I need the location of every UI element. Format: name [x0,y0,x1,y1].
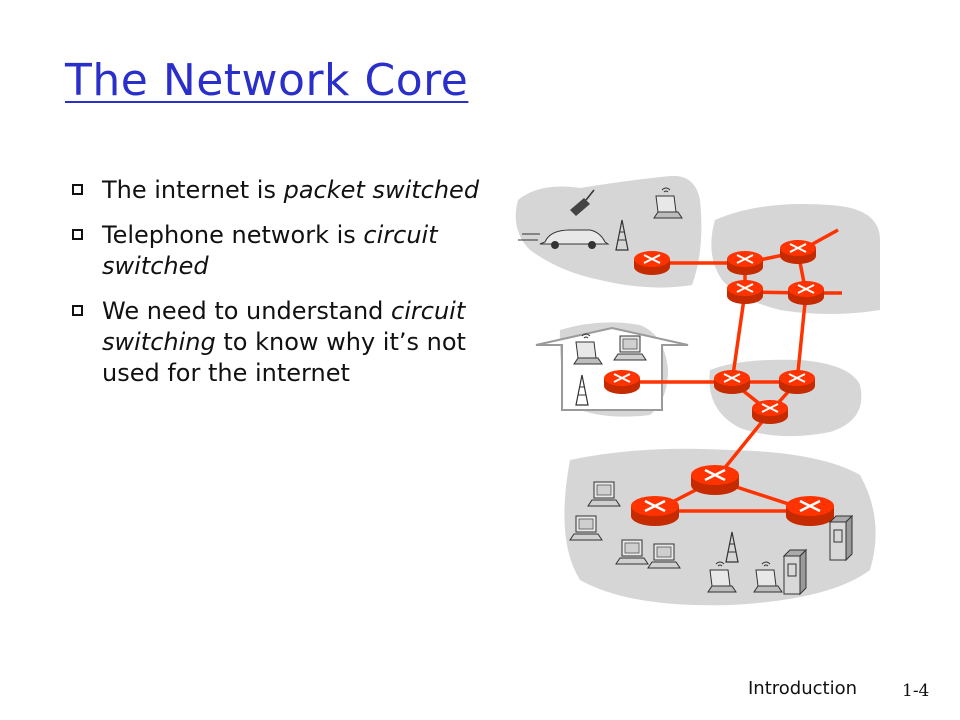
network-core-diagram [515,175,880,606]
bullet-text-1: Telephone network is [102,221,364,249]
router-icon [778,369,816,395]
router-icon [726,250,764,276]
house-icon [535,326,689,411]
bullet-item: Telephone network is circuit switched [72,220,492,282]
bullet-text-0: The internet is [102,176,284,204]
square-bullet-icon [72,184,83,195]
bullet-emphasis-1: circuit switched [102,221,438,280]
car-icon [518,229,610,249]
router-icon [689,463,741,497]
bullet-text-2: We need to understand [102,297,392,325]
square-bullet-icon [72,305,83,316]
router-icon [726,279,764,305]
square-bullet-icon [72,229,83,240]
router-icon [603,369,641,395]
bullet-item: We need to understand circuit switching … [72,296,492,389]
router-icon [713,369,751,395]
bullet-text-2b: to know why it’s not used for the intern… [102,328,466,387]
router-icon [787,280,825,306]
slide-title: The Network Core [65,55,469,106]
server-icon [783,549,807,595]
footer-page-number: 1-4 [902,681,930,701]
router-icon [633,250,671,276]
footer-section-label: Introduction [748,678,858,699]
bullet-emphasis-2: circuit switching [102,297,466,356]
cellphone-icon [570,189,595,216]
bullet-item: The internet is packet switched [72,175,492,206]
router-icon [784,494,836,528]
mobile-network-cloud [515,175,702,288]
router-icon [629,494,681,528]
router-icon [779,239,817,265]
bullet-list: The internet is packet switched Telephon… [72,175,492,403]
server-icon [829,515,853,561]
router-icon [751,399,789,425]
bullet-emphasis-0: packet switched [283,176,480,204]
